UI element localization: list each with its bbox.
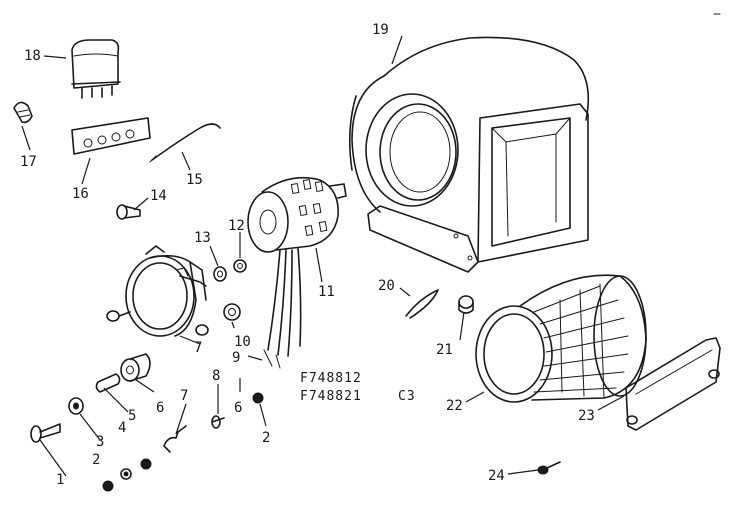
part-bushing-6 [120, 353, 151, 382]
part-wire-lead [149, 123, 221, 163]
model-code-suffix: C3 [398, 389, 416, 404]
callout-5: 5 [128, 408, 136, 424]
callout-17: 17 [20, 154, 37, 170]
part-terminal-board [71, 117, 151, 155]
callout-10: 10 [234, 334, 251, 350]
part-washer-4a [120, 468, 132, 480]
leader-lines [21, 35, 625, 477]
model-code-2: F748821 [300, 389, 362, 404]
part-blower-wheel [475, 274, 647, 403]
callout-11: 11 [318, 284, 335, 300]
part-nut-2a [102, 480, 114, 492]
part-cutoff-plate [625, 337, 721, 431]
callout-3: 3 [96, 434, 104, 450]
model-code-1: F748812 [300, 371, 362, 386]
part-washer-3 [68, 397, 84, 415]
part-spacer-5 [95, 373, 121, 393]
part-nut-13 [213, 266, 227, 282]
part-motor-mount [106, 245, 209, 337]
part-relay [71, 39, 121, 99]
callout-6b: 6 [234, 400, 242, 416]
part-nut-4b [140, 458, 152, 470]
callout-12: 12 [228, 218, 245, 234]
callout-13: 13 [194, 230, 211, 246]
callout-16: 16 [72, 186, 89, 202]
callout-14: 14 [150, 188, 167, 204]
part-grommet [458, 295, 474, 314]
part-motor [247, 176, 347, 369]
callout-20: 20 [378, 278, 395, 294]
model-code-block: F748812 F748821 C3 [300, 371, 416, 404]
callout-7b: 7 [180, 388, 188, 404]
part-nut-12 [233, 259, 247, 273]
part-nut-2b [252, 392, 264, 404]
part-clip [405, 289, 439, 319]
callout-1: 1 [56, 472, 64, 488]
callout-2b: 2 [262, 430, 270, 446]
callout-9: 9 [232, 350, 240, 366]
part-screw-14 [116, 204, 141, 220]
part-blower-housing [348, 36, 590, 273]
callout-7a: 7 [194, 340, 202, 356]
callout-22: 22 [446, 398, 463, 414]
part-screw-8 [211, 415, 225, 429]
callout-23: 23 [578, 408, 595, 424]
part-bracket-7 [163, 425, 187, 453]
callout-4: 4 [118, 420, 126, 436]
part-wire-nut [13, 101, 33, 124]
callout-labels: 18 17 16 15 14 13 12 10 11 9 7 19 20 21 … [20, 22, 595, 488]
callout-24: 24 [488, 468, 505, 484]
callout-15: 15 [186, 172, 203, 188]
part-screw-24 [537, 461, 561, 475]
callout-18: 18 [24, 48, 41, 64]
callout-19: 19 [372, 22, 389, 38]
callout-21: 21 [436, 342, 453, 358]
callout-8: 8 [212, 368, 220, 384]
part-bolt-1 [30, 423, 61, 443]
callout-6: 6 [156, 400, 164, 416]
part-nut-10 [223, 303, 241, 321]
callout-2a: 2 [92, 452, 100, 468]
